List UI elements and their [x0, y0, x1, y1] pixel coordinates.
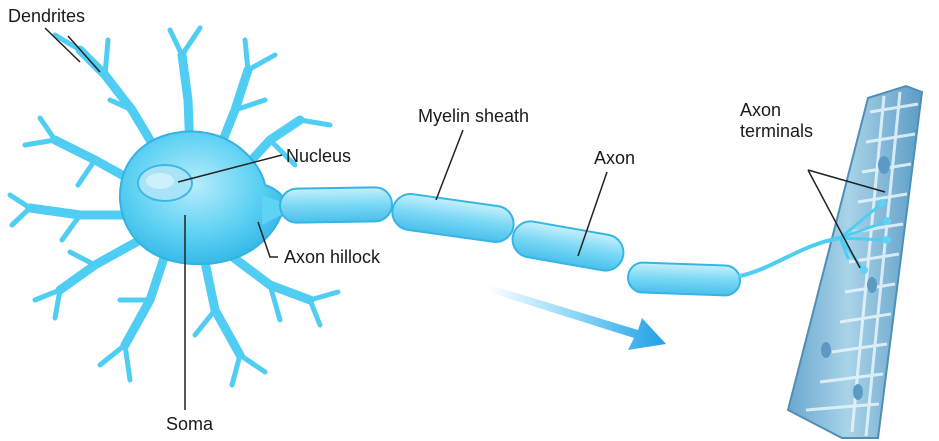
myelin-sheath-leader	[436, 130, 463, 200]
myelin-sheath-label: Myelin sheath	[418, 106, 529, 126]
myelin-sheath	[280, 187, 741, 296]
axon-hillock-label: Axon hillock	[284, 247, 380, 267]
axon-terminals-label-line1: Axon	[740, 100, 813, 121]
nucleus-label: Nucleus	[286, 146, 351, 166]
dendrites-label: Dendrites	[8, 6, 85, 26]
axon-label: Axon	[594, 148, 635, 168]
axon-terminals-label: Axon terminals	[740, 100, 813, 142]
axon-terminals-label-line2: terminals	[740, 121, 813, 142]
soma-label: Soma	[166, 414, 213, 434]
signal-direction-arrow-icon	[488, 285, 666, 350]
nucleus	[138, 165, 192, 201]
